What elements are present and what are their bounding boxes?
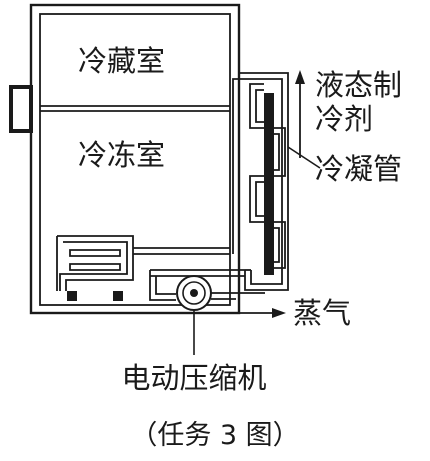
door-handle (9, 85, 33, 133)
vapor-outlet (211, 292, 286, 318)
liquid-refrigerant-arrow (295, 70, 305, 158)
compressor-foot-right (113, 291, 123, 301)
cabinet-inner-wall (39, 13, 231, 306)
liquid-refrigerant-label-line1: 液态制 (315, 68, 402, 102)
refrigerator-compartment-label: 冷藏室 (78, 44, 165, 78)
condenser-bar (264, 93, 274, 275)
refrigerant-piping (149, 72, 289, 301)
evaporator-coil (56, 235, 230, 291)
compressor (176, 275, 212, 311)
compressor-label: 电动压缩机 (121, 361, 266, 395)
compressor-foot-left (67, 291, 77, 301)
condenser-pointer (287, 146, 321, 169)
liquid-refrigerant-label-line2: 冷剂 (315, 102, 373, 136)
freezer-compartment-label: 冷冻室 (78, 138, 165, 172)
vapor-label: 蒸气 (293, 296, 351, 330)
condenser-label: 冷凝管 (315, 152, 402, 186)
condenser-coil (249, 83, 286, 269)
figure-caption: （任务 3 图） (130, 420, 299, 451)
